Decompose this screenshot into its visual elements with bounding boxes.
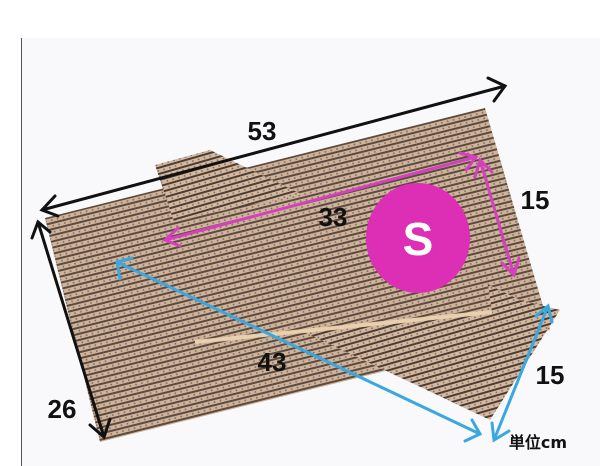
small-length-label: 33 xyxy=(319,202,348,232)
large-length-arrow xyxy=(39,76,508,218)
small-width-arrow xyxy=(473,157,521,278)
small-length-arrow xyxy=(162,151,479,248)
large-width-label: 26 xyxy=(48,394,77,424)
medium-length-arrow xyxy=(115,256,483,443)
size-badge-label: S xyxy=(403,213,434,265)
large-length-label: 53 xyxy=(248,116,277,146)
size-badge xyxy=(366,183,470,293)
medium-length-label: 43 xyxy=(258,347,287,377)
large-width-arrow xyxy=(30,219,112,440)
small-width-label: 15 xyxy=(521,185,550,215)
unit-label: 単位cm xyxy=(509,433,567,452)
medium-width-label: 15 xyxy=(536,360,565,390)
medium-width-arrow xyxy=(490,303,554,443)
